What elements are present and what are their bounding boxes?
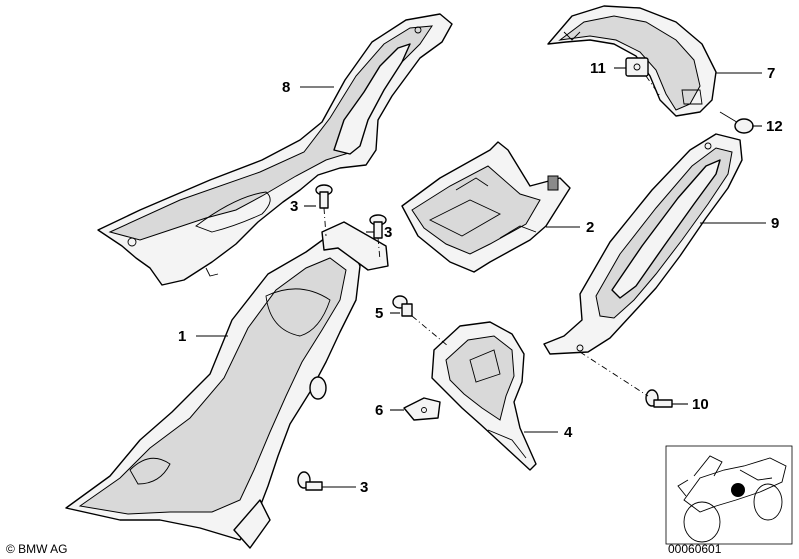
part-10-screw[interactable] [645,389,673,408]
assembly-lines [323,75,661,397]
callout-7: 7 [767,65,775,82]
leader-lines [196,67,766,488]
callout-3-upper-right: 3 [384,224,392,241]
motorcycle-outline-icon [677,455,787,543]
callout-8: 8 [282,79,290,96]
location-inset [665,445,793,545]
callout-3-lower: 3 [360,479,368,496]
callout-12: 12 [766,118,783,135]
part-7-grab-handle[interactable] [547,5,717,117]
part-9-side-trim[interactable] [543,133,743,355]
callout-2: 2 [586,219,594,236]
callout-9: 9 [771,215,779,232]
copyright-text: © BMW AG [6,542,68,556]
part-1-rear-mudguard[interactable] [65,221,389,549]
part-5-screw[interactable] [392,295,413,317]
location-marker [731,483,745,497]
callout-4: 4 [564,424,573,441]
part-8-side-cover[interactable] [97,13,453,286]
part-11-nut[interactable] [625,57,649,77]
callout-labels: 1 2 3 3 3 4 5 6 7 8 9 10 11 12 [178,60,783,496]
part-2-carrier-bracket[interactable] [401,141,571,273]
part-3-screw-upper-left[interactable] [315,184,333,209]
callout-6: 6 [375,402,383,419]
part-12-screw[interactable] [719,111,754,134]
callout-3-upper-left: 3 [290,198,298,215]
part-6-bracket[interactable] [403,397,441,421]
part-4-plate-support[interactable] [431,321,537,471]
callout-10: 10 [692,396,709,413]
callout-1: 1 [178,328,186,345]
callout-5: 5 [375,305,383,322]
part-3-screw-lower[interactable] [297,471,323,491]
callout-11: 11 [590,60,606,77]
drawing-number: 00060601 [668,542,722,556]
